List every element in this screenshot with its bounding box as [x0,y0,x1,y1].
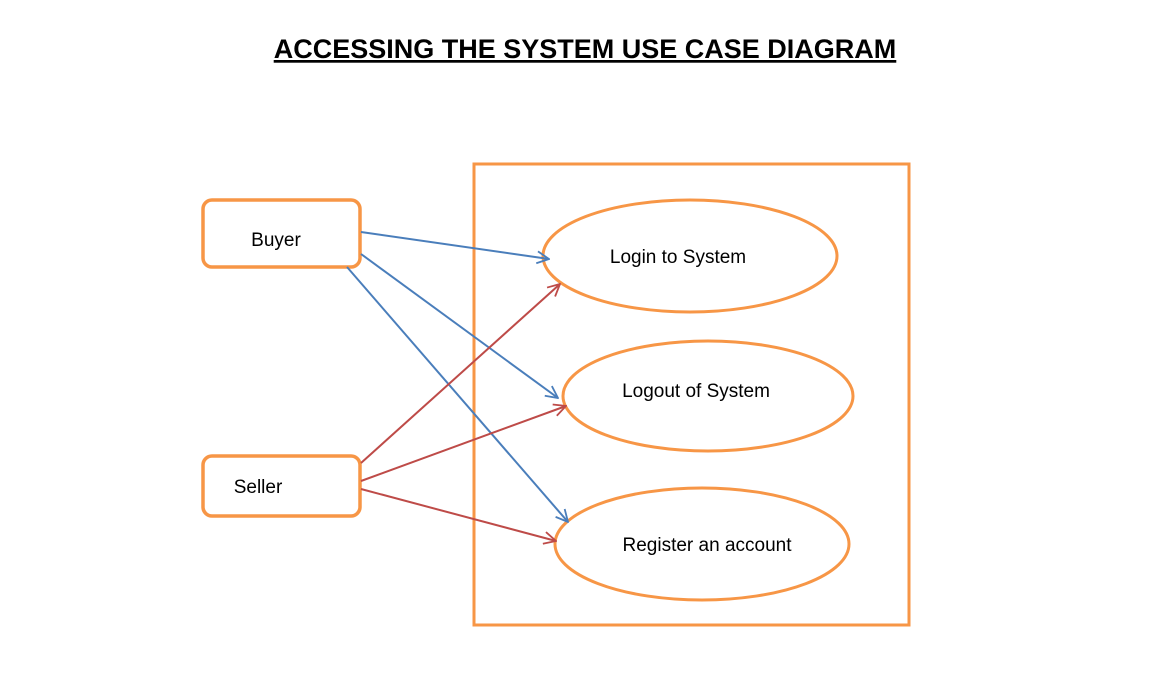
actor-seller-box [201,454,362,518]
system-boundary [472,162,911,627]
arrow-buyer-to-register [346,266,568,522]
use-case-login: Login to System [541,198,839,314]
actor-buyer: Buyer [201,198,362,269]
use-case-logout-ellipse [561,339,855,453]
actor-seller: Seller [201,454,362,518]
use-case-register: Register an account [553,486,851,602]
arrow-seller-to-logout [360,406,566,482]
actor-seller-label: Seller [234,477,283,498]
use-case-register-label: Register an account [623,535,793,556]
arrow-seller-to-login [360,284,560,464]
actor-buyer-box [201,198,362,269]
use-case-login-label: Login to System [610,247,746,268]
diagram-title: ACCESSING THE SYSTEM USE CASE DIAGRAM [274,34,897,64]
actor-buyer-label: Buyer [251,230,301,251]
arrow-buyer-to-login [360,231,549,259]
use-case-logout-label: Logout of System [622,381,770,402]
use-case-logout: Logout of System [561,339,855,453]
arrow-seller-to-register [360,488,556,541]
arrow-buyer-to-logout [360,253,558,398]
